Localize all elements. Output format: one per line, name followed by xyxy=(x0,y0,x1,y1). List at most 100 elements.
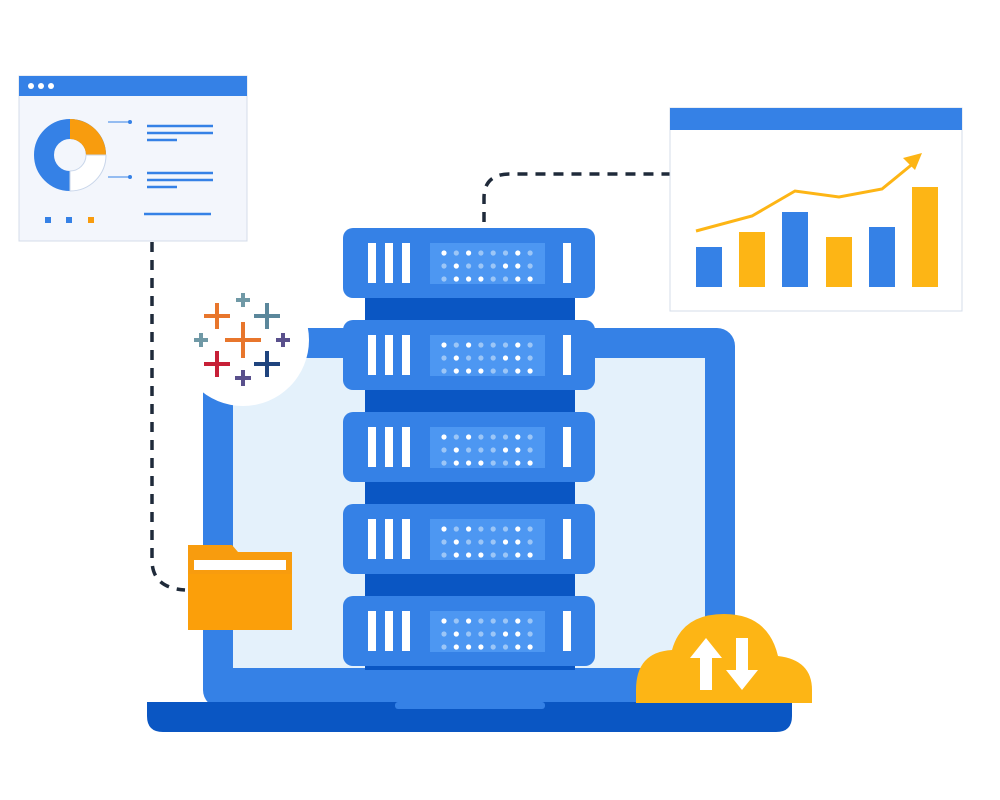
status-light xyxy=(478,631,484,637)
status-light xyxy=(478,355,484,361)
status-light xyxy=(453,552,459,558)
status-light xyxy=(441,368,447,374)
status-light xyxy=(466,368,472,374)
vent-bar xyxy=(402,427,410,467)
status-light xyxy=(502,368,509,374)
chart-bar xyxy=(912,187,938,287)
status-light xyxy=(502,276,509,282)
status-light xyxy=(502,447,509,453)
status-light xyxy=(490,539,496,545)
status-light xyxy=(515,434,521,440)
vent-bar xyxy=(402,243,410,283)
status-light xyxy=(515,631,521,637)
status-panel xyxy=(430,519,545,560)
vent-bar xyxy=(385,519,393,559)
status-light xyxy=(502,460,509,466)
status-light xyxy=(527,434,533,440)
status-panel xyxy=(430,611,545,652)
chart-bar xyxy=(782,212,808,287)
donut-chart xyxy=(34,119,107,192)
cloud-sync-icon xyxy=(636,614,812,703)
status-light xyxy=(441,276,447,282)
connector-left xyxy=(150,242,186,592)
status-light xyxy=(466,434,472,440)
vent-bar xyxy=(402,611,410,651)
status-light xyxy=(441,263,447,269)
status-light xyxy=(441,539,447,545)
status-light xyxy=(515,276,521,282)
status-light xyxy=(478,250,484,256)
status-light xyxy=(527,368,533,374)
status-light xyxy=(453,342,459,348)
vent-bar xyxy=(385,427,393,467)
status-light xyxy=(466,618,472,624)
status-light xyxy=(490,631,496,637)
status-light xyxy=(466,355,472,361)
vent-bar xyxy=(563,243,571,283)
status-light xyxy=(502,434,509,440)
status-light xyxy=(527,342,533,348)
status-light xyxy=(490,526,496,532)
status-panel xyxy=(430,335,545,376)
vent-bar xyxy=(402,335,410,375)
status-light xyxy=(527,460,533,466)
status-light xyxy=(490,618,496,624)
status-light xyxy=(502,644,509,650)
status-light xyxy=(527,355,533,361)
trend-arrowhead xyxy=(903,153,922,170)
status-light xyxy=(441,552,447,558)
status-light xyxy=(453,434,459,440)
vent-bar xyxy=(368,611,376,651)
status-light xyxy=(478,263,484,269)
status-light xyxy=(441,250,447,256)
status-light xyxy=(453,526,459,532)
status-light xyxy=(466,631,472,637)
status-light xyxy=(478,342,484,348)
status-light xyxy=(502,552,509,558)
status-light xyxy=(502,539,509,545)
status-light xyxy=(515,263,521,269)
status-light xyxy=(466,460,472,466)
status-light xyxy=(453,460,459,466)
status-light xyxy=(515,355,521,361)
status-light xyxy=(502,263,509,269)
status-light xyxy=(441,342,447,348)
status-light xyxy=(490,355,496,361)
status-light xyxy=(502,526,509,532)
status-light xyxy=(453,447,459,453)
status-light xyxy=(502,355,509,361)
status-light xyxy=(515,526,521,532)
status-light xyxy=(441,447,447,453)
connector-right xyxy=(482,172,670,222)
bar-chart-window xyxy=(669,107,963,312)
status-light xyxy=(453,368,459,374)
vent-bar xyxy=(563,335,571,375)
status-light xyxy=(478,434,484,440)
status-light xyxy=(515,618,521,624)
status-light xyxy=(453,631,459,637)
server-rack-icon xyxy=(343,228,595,670)
status-light xyxy=(478,539,484,545)
status-light xyxy=(478,618,484,624)
status-light xyxy=(527,539,533,545)
status-light xyxy=(466,539,472,545)
status-light xyxy=(515,644,521,650)
status-light xyxy=(527,618,533,624)
status-light xyxy=(453,355,459,361)
status-light xyxy=(527,263,533,269)
status-light xyxy=(527,526,533,532)
chart-bar xyxy=(869,227,895,287)
vent-bar xyxy=(563,611,571,651)
status-light xyxy=(502,250,509,256)
status-light xyxy=(502,631,509,637)
status-light xyxy=(527,552,533,558)
status-light xyxy=(453,276,459,282)
status-light xyxy=(490,276,496,282)
status-light xyxy=(478,552,484,558)
status-light xyxy=(441,355,447,361)
status-light xyxy=(490,460,496,466)
server-unit xyxy=(343,228,595,298)
status-light xyxy=(527,447,533,453)
server-unit xyxy=(343,412,595,482)
status-light xyxy=(441,644,447,650)
